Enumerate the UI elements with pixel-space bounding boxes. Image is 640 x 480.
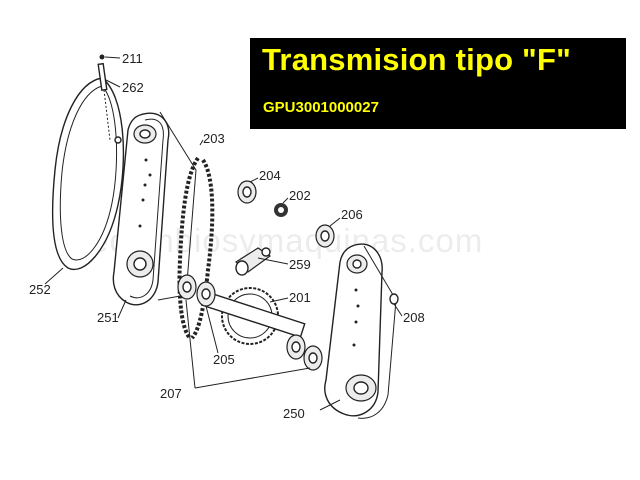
- callout-252: 252: [29, 282, 51, 297]
- callout-250: 250: [283, 406, 305, 421]
- callout-211: 211: [122, 51, 143, 66]
- callout-206: 206: [341, 207, 363, 222]
- sprocket-202: [274, 203, 288, 217]
- callout-201: 201: [289, 290, 311, 305]
- callout-204: 204: [259, 168, 281, 183]
- callout-251: 251: [97, 310, 119, 325]
- callout-205: 205: [213, 352, 235, 367]
- belt-252: [51, 77, 125, 271]
- callout-208: 208: [403, 310, 425, 325]
- callout-203: 203: [203, 131, 225, 146]
- bearing-204: [237, 180, 257, 204]
- callout-259: 259: [289, 257, 311, 272]
- leader-lines: [44, 56, 403, 411]
- callout-262: 262: [122, 80, 144, 95]
- page-title: Transmision tipo "F": [262, 42, 571, 77]
- chain-203: [177, 156, 215, 340]
- shaft-259: [234, 247, 272, 276]
- part-code: GPU3001000027: [263, 99, 379, 116]
- housing-251: [112, 111, 197, 306]
- bearing-206: [315, 224, 335, 248]
- callout-207: 207: [160, 386, 182, 401]
- bearing-207: [286, 334, 323, 371]
- pin-211: [99, 54, 105, 60]
- housing-250: [324, 243, 397, 419]
- bearing-205: [177, 274, 216, 307]
- rod-262: [97, 62, 111, 141]
- plug-208: [389, 293, 399, 305]
- title-box: Transmision tipo "F" GPU3001000027: [250, 38, 626, 129]
- callout-202: 202: [289, 188, 311, 203]
